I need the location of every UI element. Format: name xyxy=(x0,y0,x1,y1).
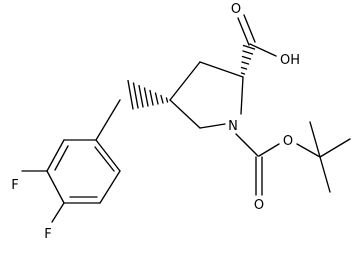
bond-ar-inner-1 xyxy=(54,145,69,171)
fluorine-4-label: F xyxy=(44,227,51,242)
bond-o-tbu-c xyxy=(296,143,321,158)
stereo-hash-bond-c2 xyxy=(240,44,256,75)
bond-n-c2 xyxy=(240,76,244,115)
bond-c4-c5 xyxy=(169,99,201,129)
bond-cooh-c-o-double-a xyxy=(237,17,250,46)
bond-ar-c2-c3 xyxy=(46,139,65,172)
bond-c5-n xyxy=(199,123,226,129)
bond-tbu-me2 xyxy=(319,138,351,158)
bond-ar-c5-c6 xyxy=(99,170,121,204)
hydroxyl-label: OH xyxy=(280,53,300,68)
bond-n-carbonyl xyxy=(235,133,259,157)
bond-ar-c3-c4 xyxy=(46,170,65,204)
bond-tbu-me3 xyxy=(319,156,331,193)
ring-nitrogen-label: N xyxy=(228,119,238,134)
fluorine-3-label: F xyxy=(11,178,18,193)
bond-tbu-me1 xyxy=(309,121,321,158)
bond-ar-c6-c1 xyxy=(95,139,121,172)
bond-c3-c4 xyxy=(169,61,201,101)
stereo-hash-bond-c4 xyxy=(127,79,169,110)
bond-ch2-aryl xyxy=(95,99,121,141)
bond-c4-f xyxy=(51,202,65,223)
bond-c3-c2 xyxy=(199,61,244,78)
bond-cooh-c-oh xyxy=(249,43,277,57)
carboxyl-oxygen-label: O xyxy=(231,2,241,17)
bond-carbonyl-o-ester xyxy=(258,143,280,157)
bond-cooh-c-o-double-b xyxy=(243,14,256,43)
carbamate-oxygen-double-label: O xyxy=(254,198,264,213)
bond-ar-inner-3 xyxy=(94,146,115,172)
carbamate-oxygen-ester-label: O xyxy=(283,134,293,149)
